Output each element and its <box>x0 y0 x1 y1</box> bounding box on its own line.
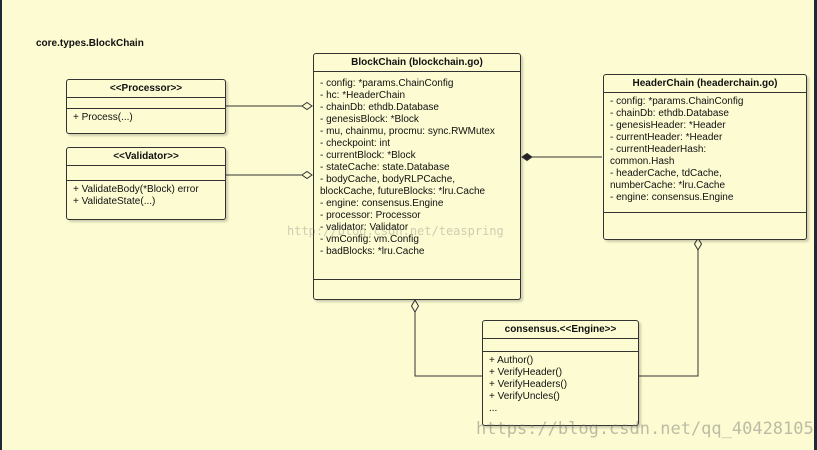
engine-headerchain-diamond <box>693 237 703 251</box>
processor-method: + Process(...) <box>73 112 133 123</box>
headerchain-diamond <box>521 152 533 162</box>
validator-fields <box>67 166 225 181</box>
headerchain-field: common.Hash <box>610 156 675 167</box>
blockchain-box: BlockChain (blockchain.go) - config: *pa… <box>313 53 521 300</box>
processor-diamond <box>301 101 313 111</box>
processor-methods: + Process(...) <box>67 109 225 127</box>
blockchain-field: - processor: Processor <box>320 210 421 221</box>
engine-method: + Author() <box>489 355 534 366</box>
blockchain-field: - genesisBlock: *Block <box>320 114 419 125</box>
validator-methods: + ValidateBody(*Block) error + ValidateS… <box>67 181 225 211</box>
headerchain-field: - currentHeader: *Header <box>610 132 723 143</box>
blockchain-field: blockCache, futureBlocks: *lru.Cache <box>320 186 486 197</box>
engine-method: + VerifyHeader() <box>489 367 563 378</box>
blockchain-field: - engine: consensus.Engine <box>320 198 444 209</box>
engine-method: + VerifyHeaders() <box>489 379 568 390</box>
blockchain-methods <box>314 280 520 286</box>
validator-diamond <box>301 170 313 180</box>
headerchain-field: - chainDb: ethdb.Database <box>610 108 729 119</box>
engine-title: consensus.<<Engine>> <box>483 321 638 339</box>
processor-box: <<Processor>> + Process(...) <box>66 79 226 134</box>
engine-blockchain-link <box>414 312 486 377</box>
headerchain-fields: - config: *params.ChainConfig - chainDb:… <box>604 93 806 213</box>
engine-fields <box>483 339 638 352</box>
engine-methods: + Author() + VerifyHeader() + VerifyHead… <box>483 352 638 418</box>
headerchain-field: - headerCache, tdCache, <box>610 168 722 179</box>
headerchain-field: - engine: consensus.Engine <box>610 192 734 203</box>
headerchain-field: - currentHeaderHash: <box>610 144 707 155</box>
blockchain-field: - vmConfig: vm.Config <box>320 234 419 245</box>
blockchain-field: - currentBlock: *Block <box>320 150 416 161</box>
blockchain-fields: - config: *params.ChainConfig - hc: *Hea… <box>314 72 520 280</box>
engine-blockchain-diamond <box>410 299 420 313</box>
engine-box: consensus.<<Engine>> + Author() + Verify… <box>482 320 639 426</box>
blockchain-title: BlockChain (blockchain.go) <box>314 54 520 72</box>
blockchain-field: - mu, chainmu, procmu: sync.RWMutex <box>320 126 495 137</box>
blockchain-field: - bodyCache, bodyRLPCache, <box>320 174 456 185</box>
headerchain-field: numberCache: *lru.Cache <box>610 180 726 191</box>
processor-title: <<Processor>> <box>67 80 225 98</box>
engine-headerchain-link <box>639 250 699 377</box>
processor-fields <box>67 98 225 109</box>
blockchain-field: - chainDb: ethdb.Database <box>320 102 439 113</box>
headerchain-field: - genesisHeader: *Header <box>610 120 726 131</box>
validator-method: + ValidateBody(*Block) error <box>73 184 199 195</box>
validator-title: <<Validator>> <box>67 148 225 166</box>
package-label: core.types.BlockChain <box>36 38 144 49</box>
engine-method: + VerifyUncles() <box>489 391 560 402</box>
headerchain-box: HeaderChain (headerchain.go) - config: *… <box>603 74 807 240</box>
watermark-center: http://blog.csdn.net/teaspring <box>287 224 504 238</box>
headerchain-field: - config: *params.ChainConfig <box>610 96 744 107</box>
blockchain-field: - checkpoint: int <box>320 138 391 149</box>
headerchain-methods <box>604 213 806 219</box>
headerchain-title: HeaderChain (headerchain.go) <box>604 75 806 93</box>
blockchain-field: - badBlocks: *lru.Cache <box>320 246 425 257</box>
validator-box: <<Validator>> + ValidateBody(*Block) err… <box>66 147 226 220</box>
watermark-bottom: https://blog.csdn.net/qq_40428105 <box>476 419 814 439</box>
blockchain-field: - stateCache: state.Database <box>320 162 450 173</box>
blockchain-field: - hc: *HeaderChain <box>320 90 406 101</box>
validator-method: + ValidateState(...) <box>73 196 156 207</box>
blockchain-field: - config: *params.ChainConfig <box>320 78 454 89</box>
blockchain-field: - validator: Validator <box>320 222 409 233</box>
engine-method: ... <box>489 403 498 414</box>
